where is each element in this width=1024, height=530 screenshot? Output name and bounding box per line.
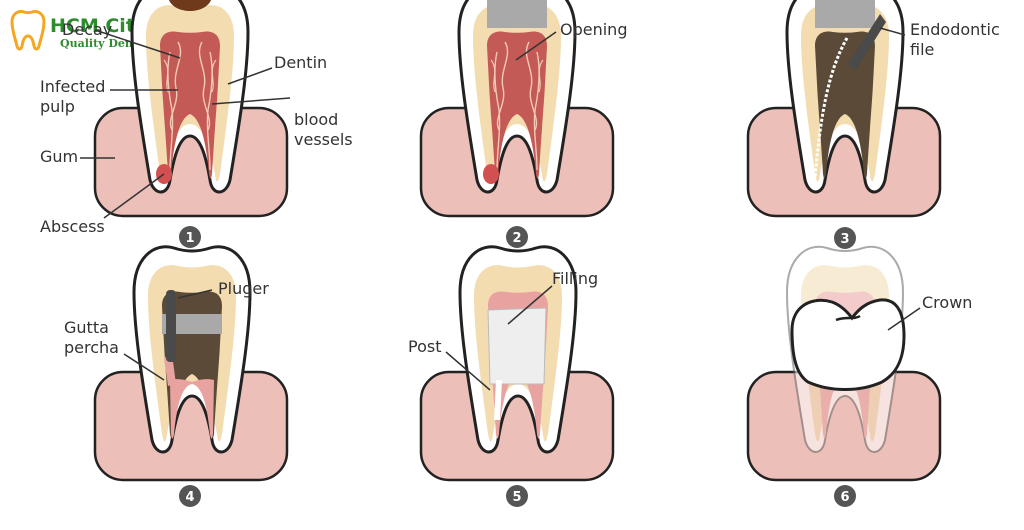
step-number: 5 xyxy=(512,490,521,505)
step-number: 4 xyxy=(185,490,194,505)
step-badge xyxy=(506,226,528,248)
label-decay: Decay xyxy=(62,20,112,39)
abscess-spot xyxy=(483,164,499,184)
opening-area xyxy=(487,0,547,28)
step-badge xyxy=(834,227,856,249)
label-filling: Filling xyxy=(552,269,598,288)
step-3: Endodontic file 3 xyxy=(746,0,1000,249)
step-number: 6 xyxy=(840,490,849,505)
crown-shape xyxy=(790,298,906,391)
post-rod xyxy=(494,380,502,420)
step-badge xyxy=(506,485,528,507)
tooth-logo-icon xyxy=(10,10,46,51)
file-shaft xyxy=(813,37,849,179)
label-dentin: Dentin xyxy=(274,53,327,72)
step-4: Pluger Gutta percha 4 xyxy=(64,245,289,507)
step-5: Filling Post 5 xyxy=(408,245,615,507)
step-badge xyxy=(179,485,201,507)
label-opening: Opening xyxy=(560,20,627,39)
label-vessels: vessels xyxy=(294,130,353,149)
step-6: Crown 6 xyxy=(746,245,972,507)
label-pluger: Pluger xyxy=(218,279,269,298)
label-pulp: pulp xyxy=(40,97,75,116)
decay-spot xyxy=(169,0,211,11)
opening-area xyxy=(162,314,222,334)
step-number: 2 xyxy=(512,231,521,246)
filling-block xyxy=(487,307,547,385)
step-badge xyxy=(834,485,856,507)
step-2: Opening 2 xyxy=(419,0,627,248)
label-percha: percha xyxy=(64,338,119,357)
label-endodontic: Endodontic xyxy=(910,20,1000,39)
opening-area xyxy=(815,0,875,28)
label-infected: Infected xyxy=(40,77,105,96)
step-number: 1 xyxy=(185,231,194,246)
label-abscess: Abscess xyxy=(40,217,105,236)
pluger-icon xyxy=(166,290,176,362)
step-1: Decay Dentin Infected pulp blood vessels… xyxy=(40,0,353,248)
label-crown: Crown xyxy=(922,293,972,312)
label-post: Post xyxy=(408,337,441,356)
label-gutta: Gutta xyxy=(64,318,109,337)
step-number: 3 xyxy=(840,232,849,247)
label-gum: Gum xyxy=(40,147,78,166)
label-file: file xyxy=(910,40,934,59)
step-badge xyxy=(179,226,201,248)
gutta-percha xyxy=(170,379,214,439)
label-blood: blood xyxy=(294,110,338,129)
endodontic-file-icon xyxy=(848,14,886,70)
